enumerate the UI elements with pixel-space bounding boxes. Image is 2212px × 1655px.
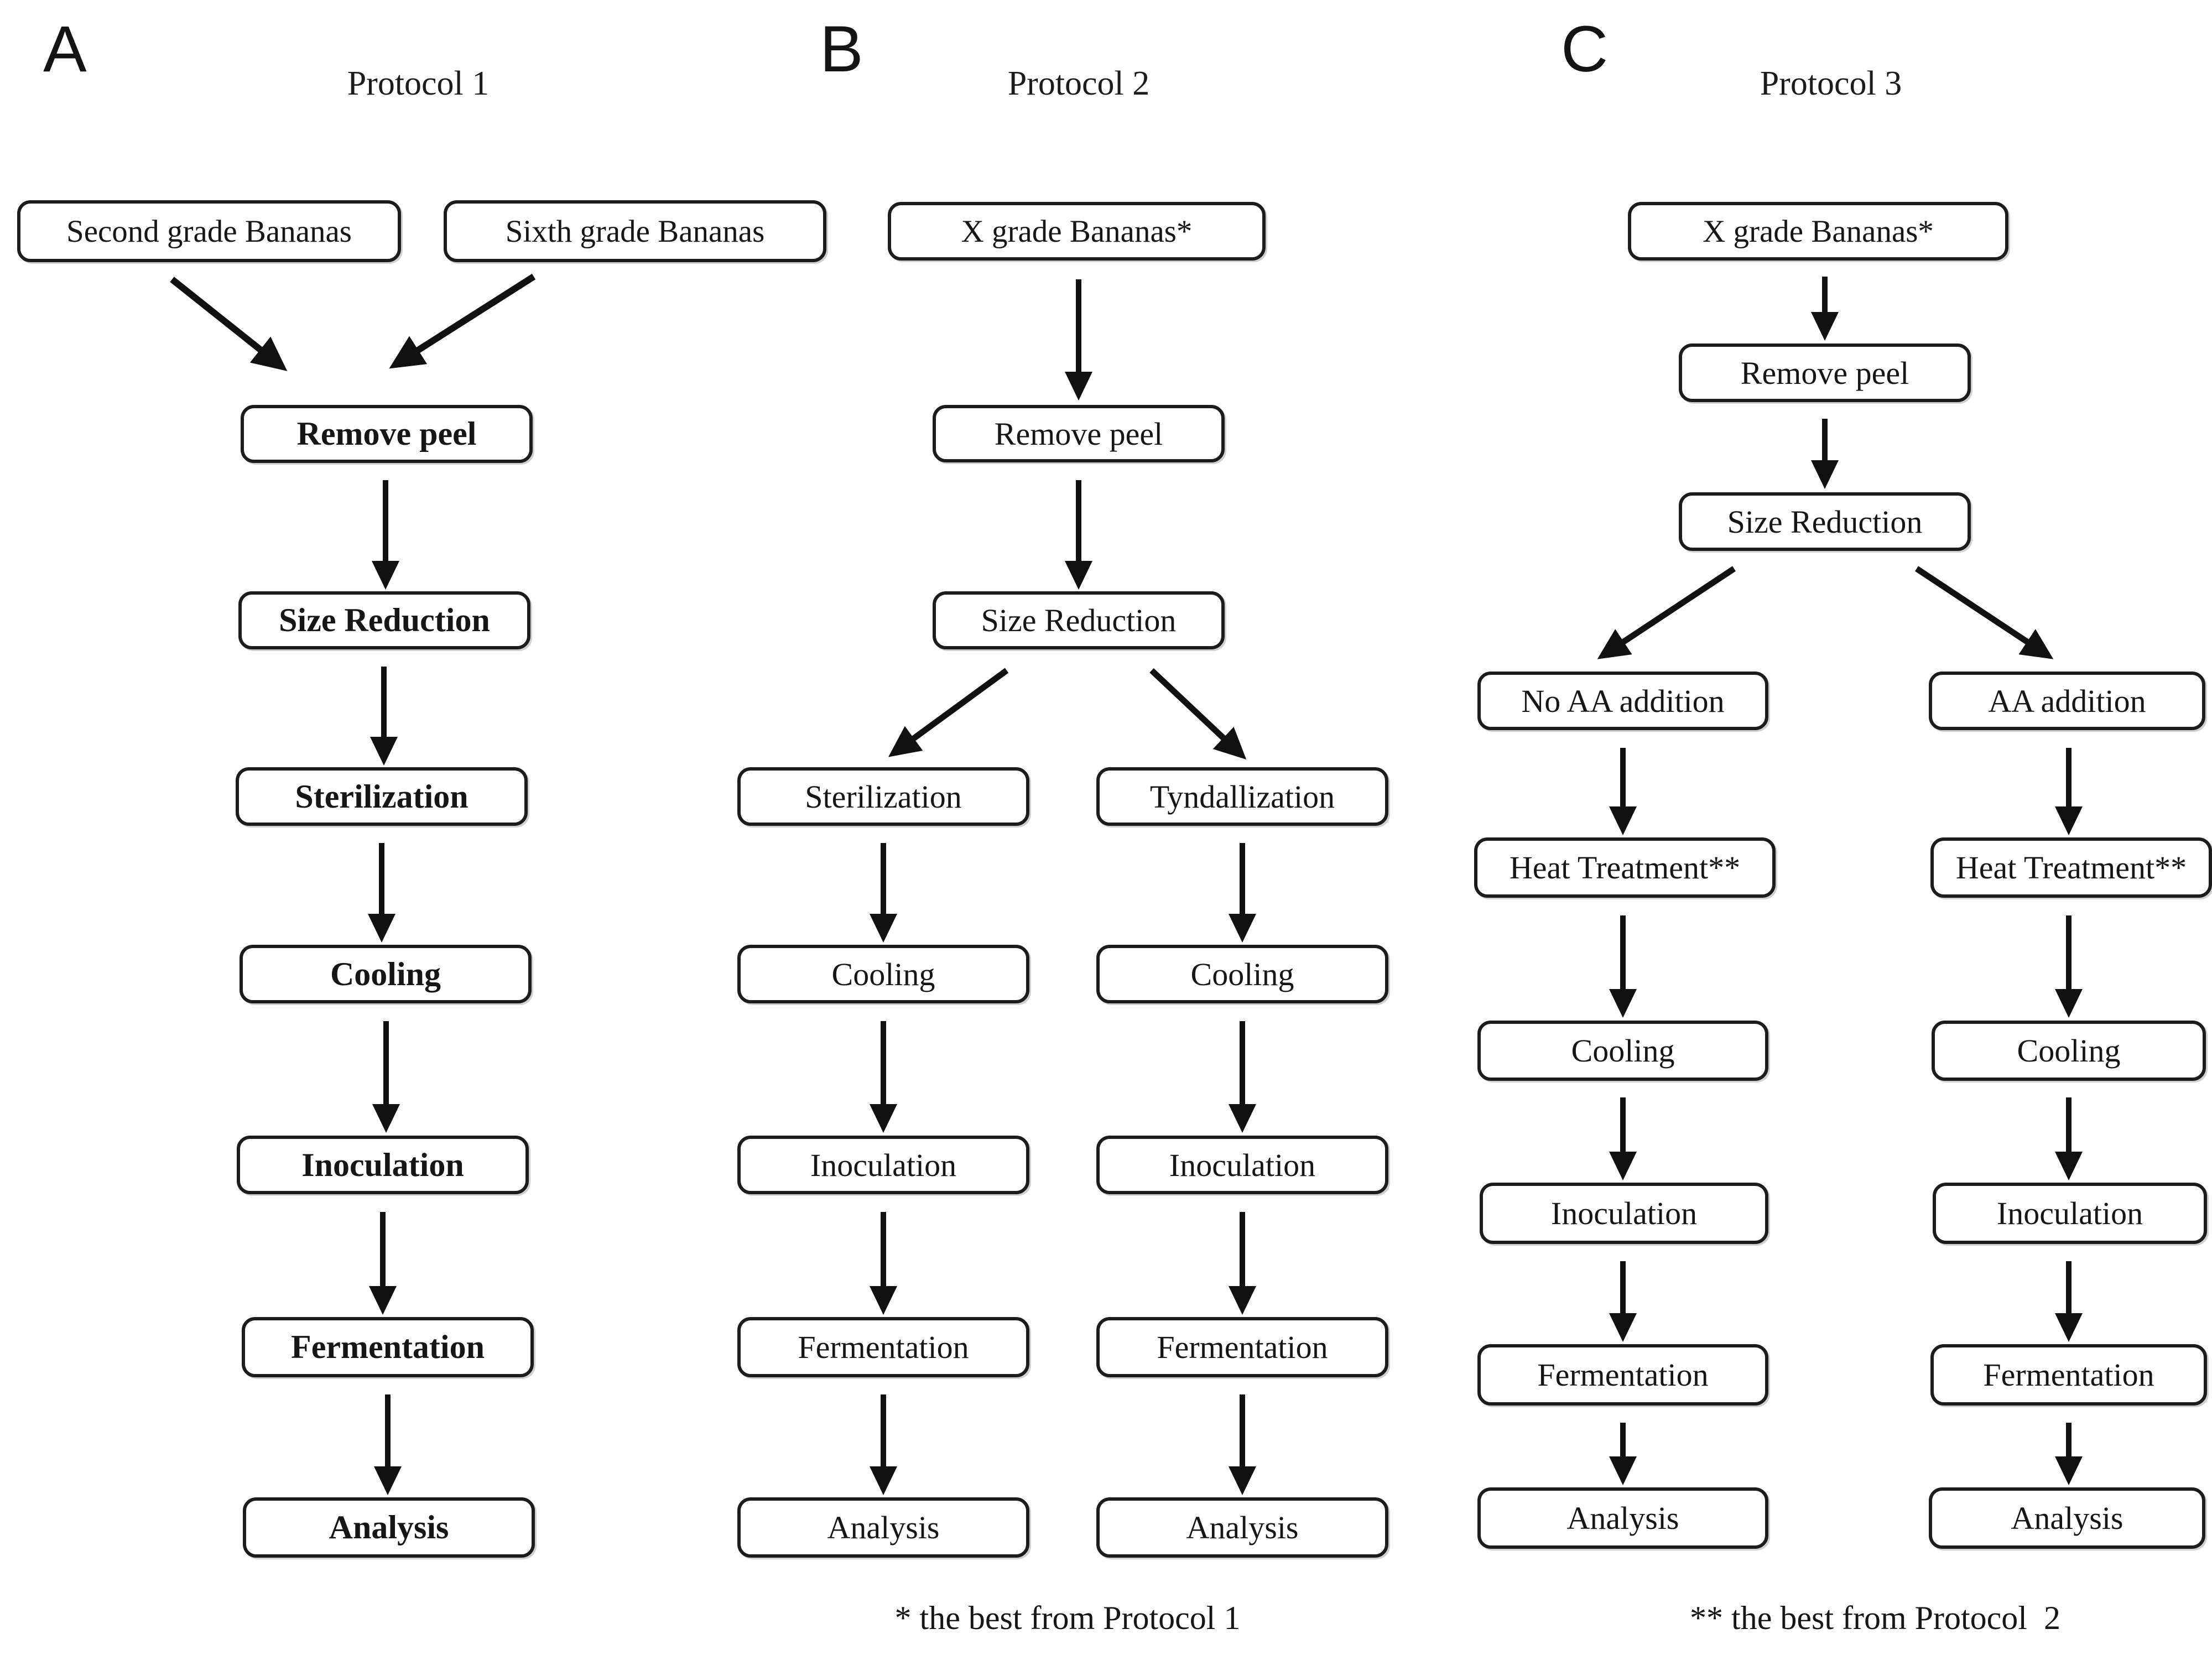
arrow-c-split-left bbox=[1597, 566, 1736, 659]
panel-b-title: Protocol 2 bbox=[1007, 65, 1150, 102]
node-a-inoculation: Inoculation bbox=[237, 1136, 529, 1194]
arrow-c-split-right bbox=[1914, 566, 2054, 659]
node-b-fermentation-right: Fermentation bbox=[1096, 1317, 1388, 1377]
node-a-sterilization: Sterilization bbox=[236, 767, 528, 826]
node-b-remove-peel: Remove peel bbox=[933, 405, 1225, 462]
node-c-fermentation-left: Fermentation bbox=[1477, 1344, 1768, 1406]
node-b-cooling-left: Cooling bbox=[737, 945, 1029, 1003]
panel-b-letter: B bbox=[820, 13, 863, 86]
node-c-heat-treatment-left: Heat Treatment** bbox=[1474, 837, 1776, 898]
node-b-inoculation-left: Inoculation bbox=[737, 1136, 1029, 1194]
node-c-inoculation-right: Inoculation bbox=[1933, 1183, 2207, 1244]
node-b-fermentation-left: Fermentation bbox=[737, 1317, 1029, 1377]
node-b-inoculation-right: Inoculation bbox=[1096, 1136, 1388, 1194]
node-c-x-grade-bananas: X grade Bananas* bbox=[1628, 202, 2008, 261]
node-b-size-reduction: Size Reduction bbox=[933, 591, 1225, 649]
node-b-analysis-right: Analysis bbox=[1096, 1497, 1388, 1558]
node-a-analysis: Analysis bbox=[243, 1497, 535, 1558]
node-c-analysis-right: Analysis bbox=[1929, 1487, 2205, 1549]
footnote-protocol-2: ** the best from Protocol 2 bbox=[1690, 1600, 2060, 1636]
footnote-protocol-1: * the best from Protocol 1 bbox=[894, 1600, 1241, 1636]
node-c-cooling-right: Cooling bbox=[1932, 1021, 2206, 1081]
node-a-sixth-grade-bananas: Sixth grade Bananas bbox=[444, 200, 826, 262]
node-c-cooling-left: Cooling bbox=[1477, 1021, 1768, 1081]
node-b-cooling-right: Cooling bbox=[1096, 945, 1388, 1003]
node-b-analysis-left: Analysis bbox=[737, 1497, 1029, 1558]
node-c-size-reduction: Size Reduction bbox=[1679, 492, 1971, 551]
panel-c-title: Protocol 3 bbox=[1760, 65, 1902, 102]
arrow-a-merge-right bbox=[389, 273, 536, 369]
node-a-remove-peel: Remove peel bbox=[241, 405, 533, 463]
node-c-aa-addition: AA addition bbox=[1929, 672, 2205, 730]
arrow-b-split-left bbox=[888, 668, 1009, 757]
node-b-tyndallization: Tyndallization bbox=[1096, 767, 1388, 826]
panel-a-title: Protocol 1 bbox=[347, 65, 490, 102]
node-c-heat-treatment-right: Heat Treatment** bbox=[1930, 837, 2212, 898]
node-a-cooling: Cooling bbox=[240, 945, 532, 1003]
node-b-x-grade-bananas: X grade Bananas* bbox=[888, 202, 1266, 261]
node-c-inoculation-left: Inoculation bbox=[1480, 1183, 1768, 1244]
node-a-fermentation: Fermentation bbox=[242, 1317, 534, 1377]
node-c-remove-peel: Remove peel bbox=[1679, 344, 1971, 402]
arrow-b-split-right bbox=[1149, 668, 1247, 760]
node-a-second-grade-bananas: Second grade Bananas bbox=[17, 200, 401, 262]
node-c-no-aa-addition: No AA addition bbox=[1477, 672, 1768, 730]
arrow-a-merge-left bbox=[170, 277, 288, 371]
node-a-size-reduction: Size Reduction bbox=[238, 591, 530, 649]
node-c-analysis-left: Analysis bbox=[1477, 1487, 1768, 1549]
panel-a-letter: A bbox=[43, 13, 87, 86]
panel-c-letter: C bbox=[1561, 13, 1609, 86]
node-b-sterilization: Sterilization bbox=[737, 767, 1029, 826]
node-c-fermentation-right: Fermentation bbox=[1930, 1344, 2207, 1406]
